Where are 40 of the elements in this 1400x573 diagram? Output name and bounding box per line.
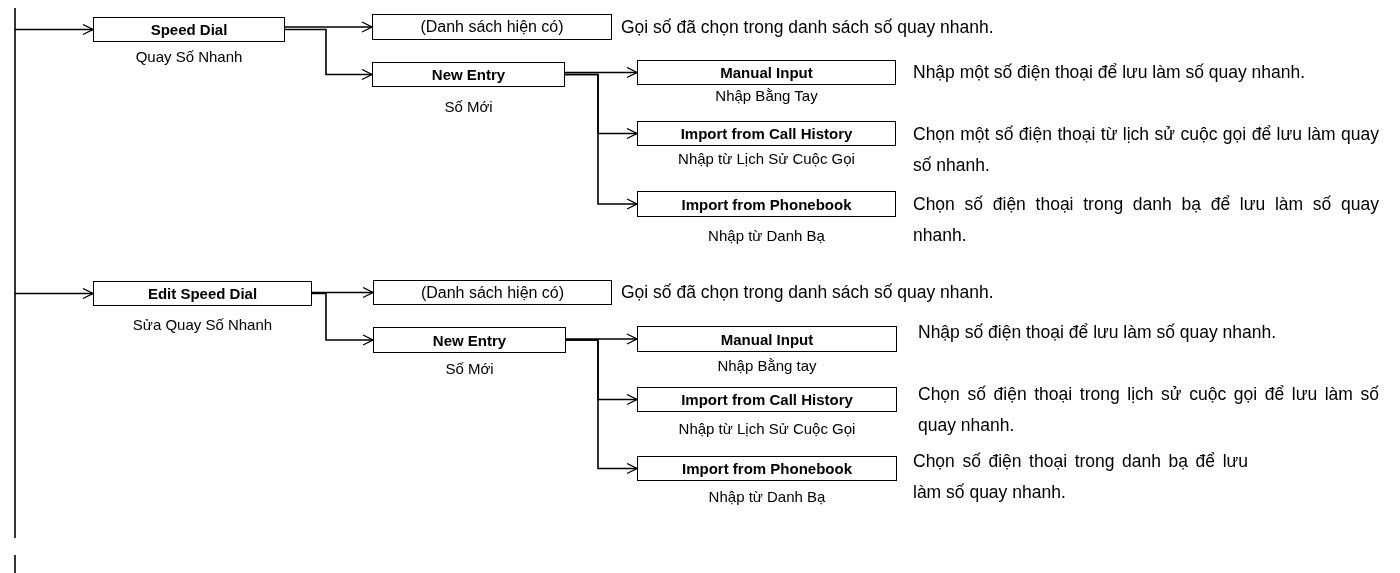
caption-text: Nhập từ Lịch Sử Cuộc Gọi bbox=[678, 150, 855, 167]
description-text: Gọi số đã chọn trong danh sách số quay nhanh. bbox=[621, 281, 994, 304]
arrow bbox=[564, 73, 638, 210]
arrow bbox=[284, 28, 373, 81]
caption-text: Nhập từ Lịch Sử Cuộc Gọi bbox=[678, 420, 856, 437]
description-text: Chọn số điện thoại trong danh bạ để lưu làm số quay nhanh. bbox=[913, 450, 1248, 504]
arrow bbox=[284, 21, 373, 33]
caption-text: Sửa Quay Số Nhanh bbox=[132, 316, 273, 333]
menu-box: (Danh sách hiện có) bbox=[372, 14, 612, 40]
caption-text: Nhập Bằng Tay bbox=[715, 87, 818, 104]
menu-box: Import from Call History bbox=[637, 387, 897, 412]
caption-text: Số Mới bbox=[445, 360, 494, 377]
arrow bbox=[311, 286, 374, 299]
menu-box: Import from Call History bbox=[637, 121, 896, 146]
caption-text: Số Mới bbox=[444, 98, 493, 115]
menu-box: (Danh sách hiện có) bbox=[373, 280, 612, 305]
menu-box: New Entry bbox=[373, 327, 566, 353]
caption-text: Nhập Bằng tay bbox=[717, 357, 817, 374]
description-text: Chọn số điện thoại trong danh bạ để lưu làm số quay nhanh. bbox=[913, 193, 1379, 247]
menu-box: Import from Phonebook bbox=[637, 191, 896, 217]
menu-box: Edit Speed Dial bbox=[93, 281, 312, 306]
menu-box: Manual Input bbox=[637, 60, 896, 85]
arrow bbox=[14, 23, 94, 36]
caption-text: Nhập từ Danh Bạ bbox=[708, 488, 826, 505]
description-text: Nhập một số điện thoại để lưu làm số quay nhanh. bbox=[913, 61, 1307, 84]
caption-text: Quay Số Nhanh bbox=[135, 48, 243, 65]
menu-box: Import from Phonebook bbox=[637, 456, 897, 481]
arrow bbox=[564, 66, 638, 79]
arrow bbox=[565, 333, 638, 345]
arrow bbox=[565, 339, 638, 475]
arrow bbox=[311, 292, 374, 346]
menu-box: New Entry bbox=[372, 62, 565, 87]
description-text: Chọn số điện thoại trong lịch sử cuộc gọi để lưu làm số quay nhanh. bbox=[918, 383, 1379, 437]
menu-box: Speed Dial bbox=[93, 17, 285, 42]
menu-box: Manual Input bbox=[637, 326, 897, 352]
description-text: Chọn một số điện thoại từ lịch sử cuộc gọi để lưu làm quay số nhanh. bbox=[913, 123, 1379, 177]
caption-text: Nhập từ Danh Bạ bbox=[708, 227, 825, 244]
arrow bbox=[14, 287, 94, 300]
description-text: Nhập số điện thoại để lưu làm số quay nhanh. bbox=[918, 321, 1278, 344]
description-text: Gọi số đã chọn trong danh sách số quay nhanh. bbox=[621, 16, 994, 39]
